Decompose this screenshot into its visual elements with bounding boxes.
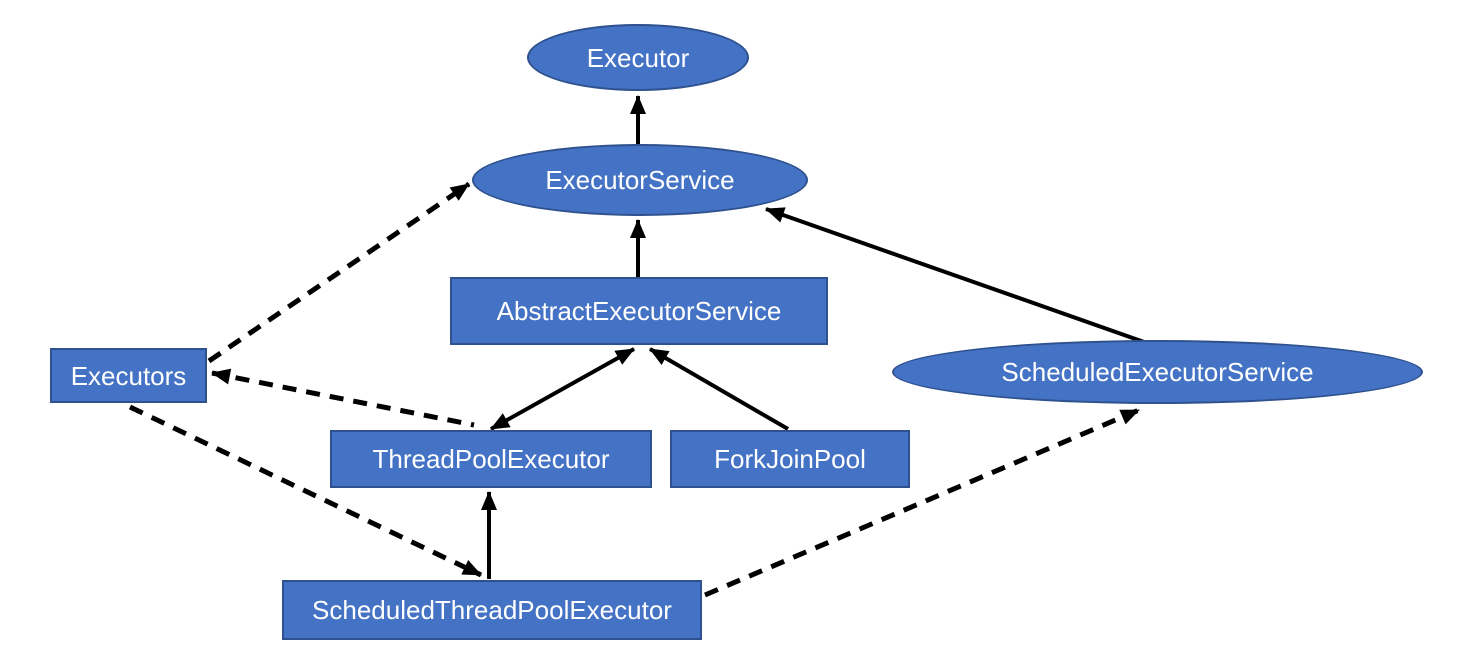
node-threadpoolexecutor: ThreadPoolExecutor [330, 430, 652, 488]
node-scheduledthreadpoolexecutor: ScheduledThreadPoolExecutor [282, 580, 702, 640]
edge-scheduledexecutorservice-to-executorservice [765, 207, 1148, 345]
node-executors: Executors [50, 348, 207, 403]
edge-threadpoolexecutor-to-abstractexecutorservice [490, 347, 635, 431]
node-executorservice-label: ExecutorService [545, 165, 735, 195]
node-scheduledexecutorservice: ScheduledExecutorService [892, 340, 1423, 404]
edge-forkjoinpool-to-abstractexecutorservice [648, 347, 790, 431]
edge-executors-to-scheduledthreadpoolexecutor [128, 404, 483, 578]
node-executor: Executor [527, 24, 749, 91]
node-forkjoinpool-label: ForkJoinPool [714, 444, 866, 474]
node-scheduledexecutorservice-label: ScheduledExecutorService [1001, 357, 1314, 387]
node-scheduledthreadpoolexecutor-label: ScheduledThreadPoolExecutor [312, 595, 672, 625]
node-abstractexecutorservice-label: AbstractExecutorService [496, 296, 782, 326]
node-executors-label: Executors [70, 360, 187, 391]
edge-executors-to-threadpoolexecutor [211, 368, 475, 428]
node-forkjoinpool: ForkJoinPool [670, 430, 910, 488]
node-abstractexecutorservice: AbstractExecutorService [450, 277, 828, 345]
edge-executors-to-executorservice [207, 181, 471, 364]
node-executorservice: ExecutorService [472, 144, 808, 216]
node-executor-label: Executor [586, 42, 690, 73]
edge-scheduledthreadpoolexecutor-to-scheduledexecutorservice [704, 407, 1140, 598]
node-threadpoolexecutor-label: ThreadPoolExecutor [372, 444, 610, 474]
